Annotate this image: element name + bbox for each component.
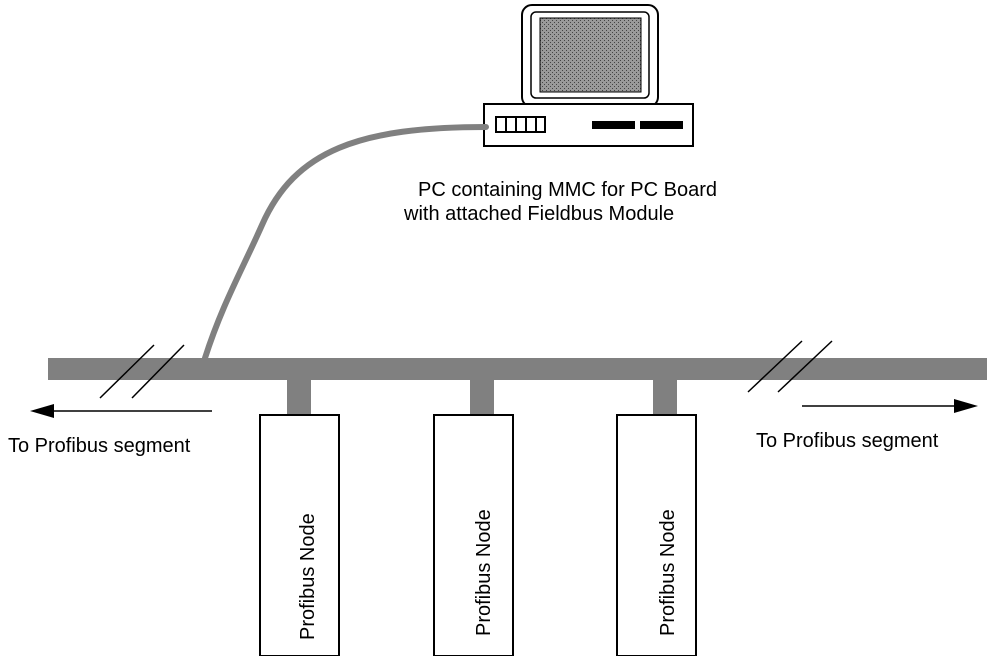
- vent-grille: [495, 116, 546, 133]
- profibus-node: Profibus Node: [259, 414, 340, 657]
- profibus-node: Profibus Node: [616, 414, 697, 657]
- pc-caption-line1: PC containing MMC for PC Board: [418, 179, 717, 201]
- node-label: Profibus Node: [473, 509, 495, 636]
- node-label: Profibus Node: [657, 509, 679, 636]
- right-arrow-icon: [802, 399, 978, 413]
- right-break-mark: [747, 340, 833, 393]
- monitor-screen: [539, 17, 642, 93]
- profibus-node: Profibus Node: [433, 414, 514, 657]
- node-stub-2: [470, 378, 494, 416]
- drive-slot-1: [592, 121, 635, 129]
- profibus-bus-line: [48, 358, 987, 380]
- pc-cable: [202, 124, 489, 361]
- pc-caption-line2: with attached Fieldbus Module: [403, 203, 674, 225]
- node-stub-1: [287, 378, 311, 416]
- left-break-mark: [99, 344, 185, 399]
- left-arrow-icon: [30, 404, 212, 418]
- pc-computer-icon: [483, 4, 694, 147]
- left-segment-label: To Profibus segment: [8, 435, 191, 457]
- monitor-inner-bezel: [530, 11, 650, 99]
- node-stub-3: [653, 378, 677, 416]
- drive-slot-2: [640, 121, 683, 129]
- right-segment-label: To Profibus segment: [756, 430, 939, 452]
- node-label: Profibus Node: [297, 513, 319, 640]
